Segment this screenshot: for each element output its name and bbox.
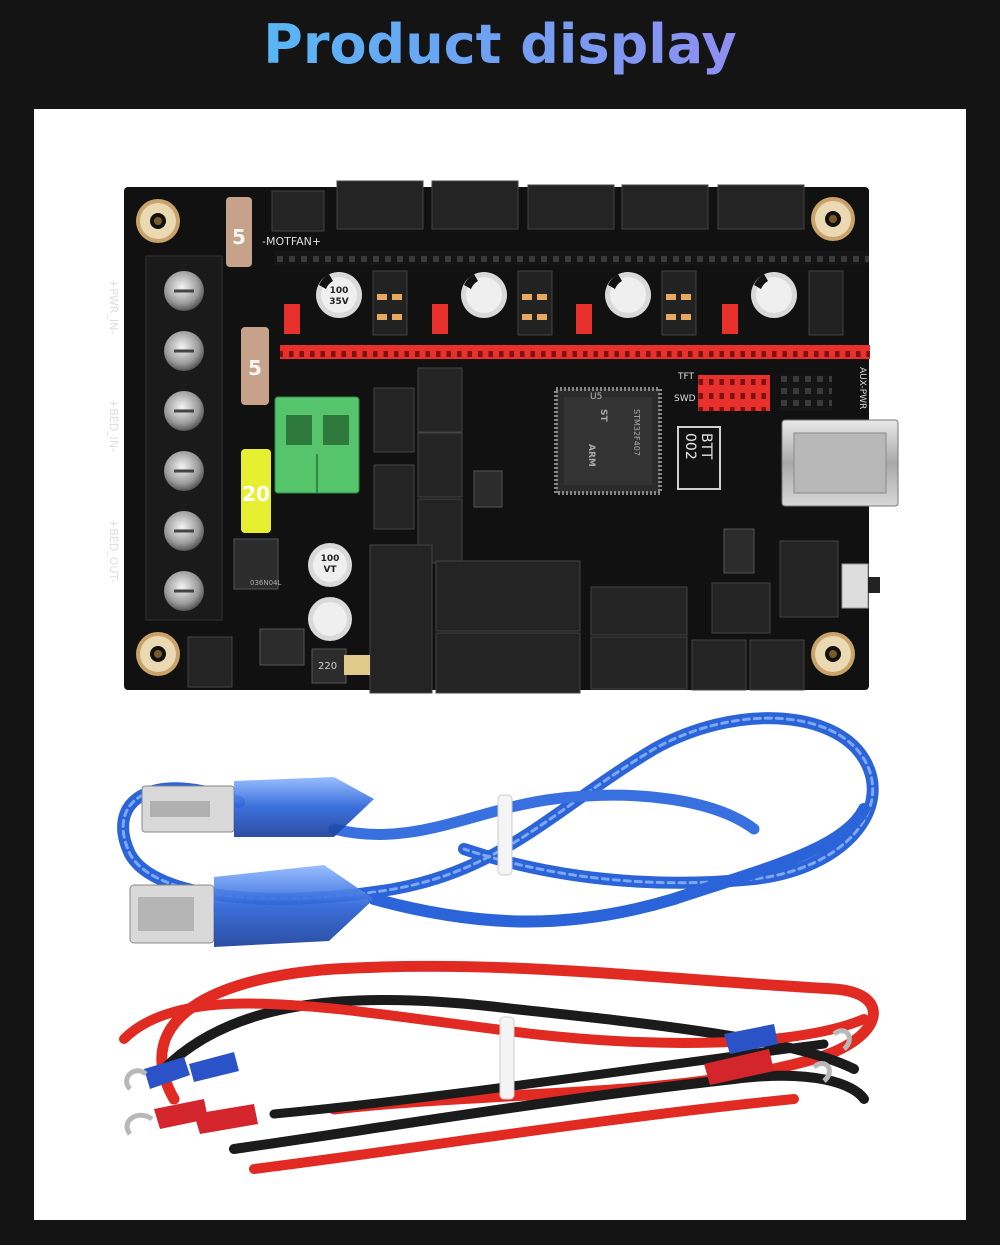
cap-label-code: VT	[323, 565, 337, 575]
top-connectors	[271, 180, 805, 232]
swd-header	[698, 375, 832, 411]
page-title: Product display	[0, 12, 1000, 78]
model-label: 002	[682, 433, 698, 460]
reset-button	[841, 563, 880, 609]
side-connectors	[187, 367, 839, 694]
btt-logo	[677, 426, 721, 490]
cap-label-value: 100	[330, 286, 349, 296]
cap-label-value-2: 100	[321, 554, 340, 564]
fuses: 5 5 20	[226, 197, 271, 533]
motfan-label: -MOTFAN+	[262, 235, 321, 248]
header-row-top	[274, 251, 869, 265]
fuse-label-5b: 5	[248, 356, 262, 380]
btt-label: BTT	[698, 433, 714, 460]
smd-cap	[344, 655, 370, 675]
tft-label: TFT	[677, 372, 695, 382]
usb-cable-tie	[497, 794, 513, 876]
control-board: -MOTFAN+	[107, 180, 899, 694]
wire-cable-tie	[499, 1016, 515, 1100]
mounting-holes	[136, 197, 855, 676]
usb-a-plug	[141, 777, 374, 837]
cap-label-volt: 35V	[329, 297, 349, 307]
ring-terminals	[124, 1024, 852, 1136]
fuse-label-20: 20	[242, 482, 270, 506]
pwr-in-label: +PWR_IN-	[107, 279, 120, 334]
inductor-label: 220	[318, 661, 337, 672]
driver-jumpers	[284, 270, 844, 336]
bed-in-label: +BED_IN-	[107, 399, 120, 452]
chip-label: STM32F407	[632, 409, 641, 456]
power-terminal-block	[145, 255, 223, 621]
product-photo: -MOTFAN+	[107, 180, 899, 1174]
fuse-label-5a: 5	[232, 225, 246, 249]
green-terminal	[274, 396, 360, 494]
usb-b-plug	[129, 865, 374, 947]
bed-out-label: +BED_OUT-	[107, 519, 120, 583]
power-wires	[119, 960, 879, 1174]
mcu-chip	[554, 387, 662, 495]
red-header-row	[280, 345, 870, 359]
aux-pwr-label: AUX-PWR	[857, 367, 867, 409]
u5-label: U5	[590, 392, 602, 402]
product-photo-panel: -MOTFAN+	[34, 109, 966, 1220]
arm-label: ARM	[586, 444, 596, 467]
usb-cable	[117, 712, 879, 947]
capacitors	[308, 272, 797, 641]
st-label: ST	[598, 409, 608, 422]
swd-label: SWD	[674, 394, 696, 404]
mosfet-label: 036N04L	[250, 579, 282, 587]
usb-b-socket	[781, 419, 899, 507]
small-components	[233, 470, 755, 684]
